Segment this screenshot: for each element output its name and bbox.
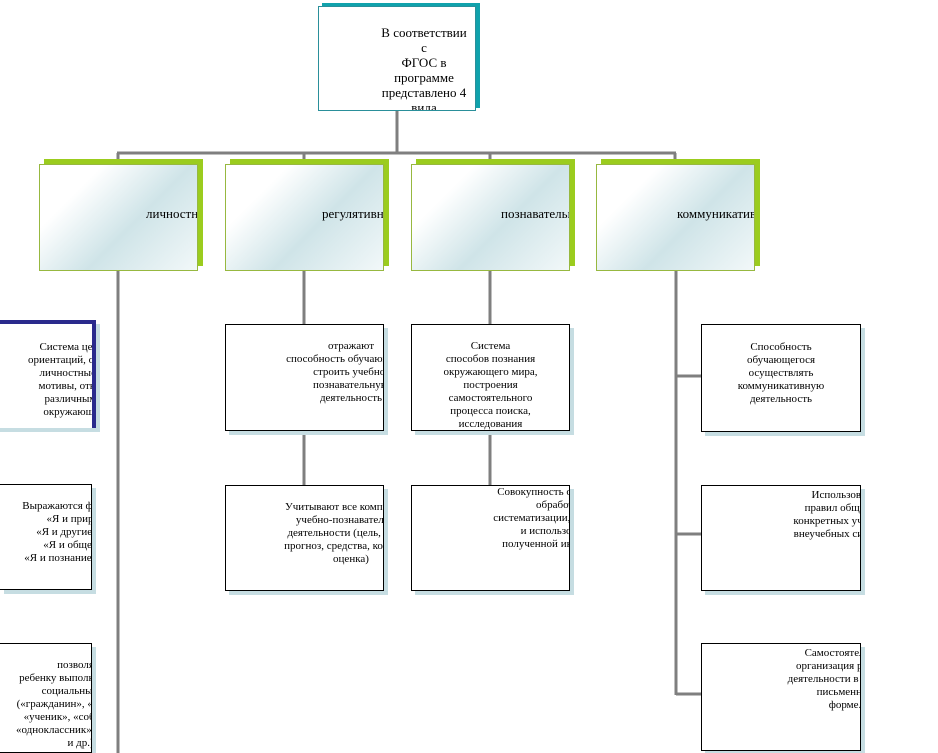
regulatory-item-2-text: Учитывают все компоненты учебно-познават… — [284, 501, 384, 565]
personal-item-3: позволяют ребенку выполнять разные социа… — [0, 643, 92, 753]
communicative-item-2-text: Использование правил общения в конкретны… — [793, 489, 861, 540]
communicative-item-1-text: Способность обучающегося осуществлять ко… — [737, 341, 825, 405]
category-communicative: коммуникативные — [596, 164, 755, 271]
communicative-item-1: Способность обучающегося осуществлять ко… — [701, 324, 861, 432]
cognitive-item-2: Совокупность операций по обработке, сист… — [411, 485, 570, 591]
regulatory-item-1-text: отражают способность обучающегося строит… — [286, 340, 384, 404]
regulatory-item-2: Учитывают все компоненты учебно-познават… — [225, 485, 384, 591]
category-regulatory: регулятивные — [225, 164, 384, 271]
cognitive-item-1-text: Система способов познания окружающего ми… — [443, 340, 538, 430]
category-personal: личностные — [39, 164, 198, 271]
personal-item-3-text: позволяют ребенку выполнять разные социа… — [15, 659, 92, 749]
communicative-item-3-text: Самостоятельная организация речевой деят… — [787, 647, 861, 711]
personal-item-2: Выражаются формулами: «Я и природа», «Я … — [0, 484, 92, 590]
root-text: В соответствии с ФГОС в программе предст… — [381, 25, 467, 111]
category-label: регулятивные — [322, 206, 384, 221]
category-label: личностные — [146, 206, 198, 221]
cognitive-item-1: Система способов познания окружающего ми… — [411, 324, 570, 431]
personal-item-1-text: Система ценностных ориентаций, отражающи… — [28, 341, 96, 418]
regulatory-item-1: отражают способность обучающегося строит… — [225, 324, 384, 431]
personal-item-2-text: Выражаются формулами: «Я и природа», «Я … — [22, 500, 92, 564]
communicative-item-2: Использование правил общения в конкретны… — [701, 485, 861, 591]
category-cognitive: познавательные — [411, 164, 570, 271]
communicative-item-3: Самостоятельная организация речевой деят… — [701, 643, 861, 751]
category-label: коммуникативные — [677, 206, 754, 221]
root-node: В соответствии с ФГОС в программе предст… — [318, 6, 476, 111]
cognitive-item-2-text: Совокупность операций по обработке, сист… — [493, 486, 570, 550]
personal-item-1: Система ценностных ориентаций, отражающи… — [0, 320, 96, 428]
category-label: познавательные — [501, 206, 569, 221]
